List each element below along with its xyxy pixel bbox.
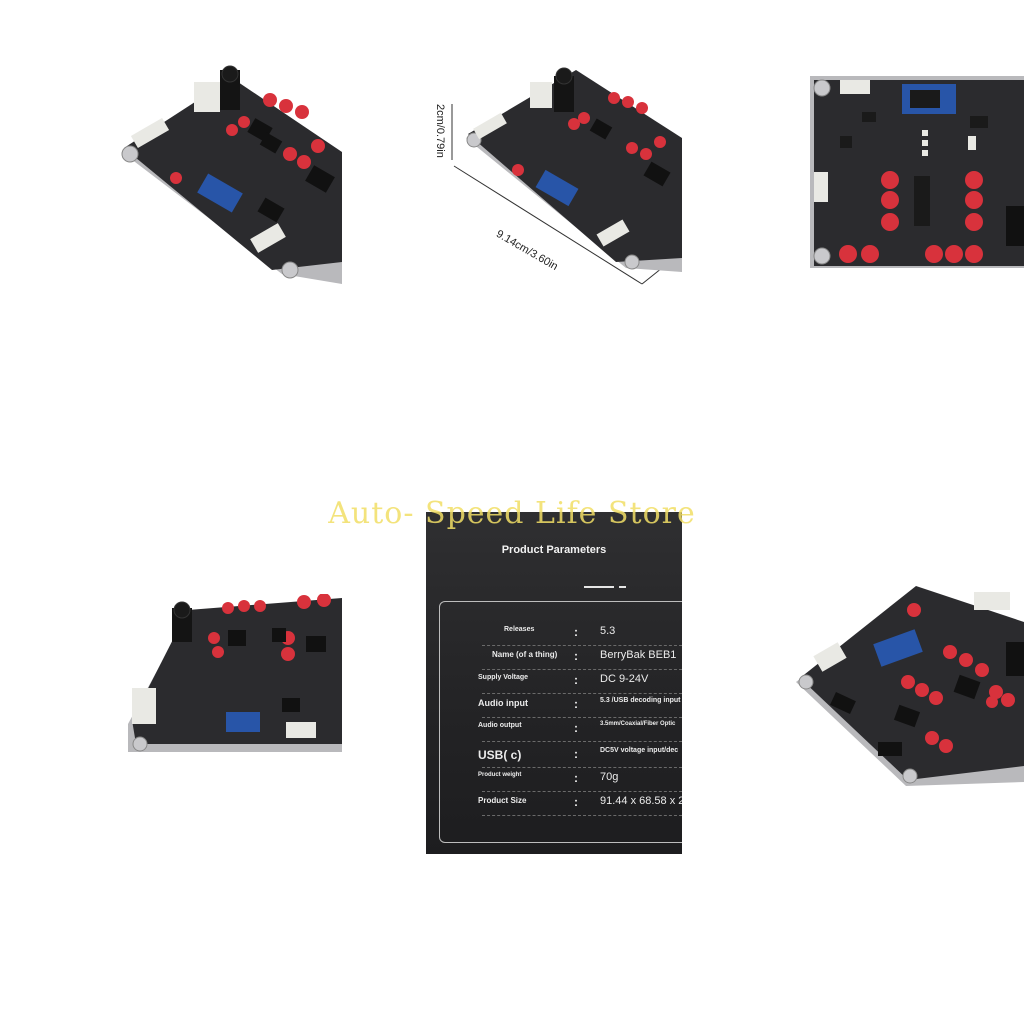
parameter-separator: : (574, 625, 578, 639)
parameter-row: Product Size: 91.44 x 68.58 x 2 (426, 792, 682, 816)
board-photo-angled-back[interactable] (796, 586, 1024, 790)
parameter-row: Supply Voltage: DC 9-24V (426, 670, 682, 694)
parameter-separator: : (574, 795, 578, 809)
parameter-separator: : (574, 649, 578, 663)
underline-bar-short (619, 586, 626, 588)
board-photo-dimensions[interactable] (426, 62, 682, 292)
parameter-value: 3.5mm/Coaxial/Fiber Optic (600, 721, 676, 727)
parameter-row: Releases: 5.3 (426, 622, 682, 646)
row-divider (482, 741, 682, 742)
board-photo-angled-left[interactable] (112, 62, 342, 284)
parameter-key: Supply Voltage (478, 674, 529, 681)
parameter-value: 91.44 x 68.58 x 2 (600, 795, 682, 807)
parameter-value: 5.3 (600, 625, 616, 637)
row-divider (482, 791, 682, 792)
row-divider (482, 767, 682, 768)
parameters-table-frame (439, 601, 682, 843)
height-dimension-label: 2cm/0.79in (434, 104, 446, 158)
underline-bar-long (584, 586, 614, 588)
parameter-value: DC 9-24V (600, 673, 649, 685)
pcb-top-illustration (810, 76, 1024, 268)
parameter-row: Audio output: 3.5mm/Coaxial/Fiber Optic (426, 718, 682, 742)
pcb-illustration-dimensioned (451, 67, 682, 285)
board-photo-top-view[interactable] (810, 76, 1024, 268)
parameter-separator: : (574, 721, 578, 735)
parameter-separator: : (574, 771, 578, 785)
parameter-row: USB( c): DC5V voltage input/dec (426, 744, 682, 768)
parameter-value: 70g (600, 771, 619, 783)
parameter-key: Audio output (478, 722, 522, 729)
parameter-separator: : (574, 747, 578, 761)
pcb-illustration-alt (128, 594, 342, 752)
row-divider (482, 717, 682, 718)
row-divider (482, 645, 682, 646)
parameter-key: Product Size (478, 796, 527, 805)
parameter-separator: : (574, 673, 578, 687)
row-divider (482, 815, 682, 816)
parameter-key: Product weight (478, 772, 522, 778)
parameter-value: DC5V voltage input/dec (600, 747, 679, 754)
parameter-key: Audio input (478, 698, 528, 708)
parameter-value: BerryBak BEB1 (600, 649, 677, 661)
parameter-key: Name (of a thing) (492, 650, 558, 659)
parameter-key: Releases (504, 626, 535, 633)
parameters-title: Product Parameters (501, 544, 607, 556)
parameter-row: Audio input: 5.3 /USB decoding input (426, 694, 682, 718)
row-divider (482, 669, 682, 670)
pcb-illustration-back (796, 586, 1024, 786)
pcb-illustration (121, 65, 342, 284)
parameter-row: Name (of a thing): BerryBak BEB1 (426, 646, 682, 670)
parameter-row: Product weight: 70g (426, 768, 682, 792)
parameter-separator: : (574, 697, 578, 711)
row-divider (482, 693, 682, 694)
parameter-key: USB( c) (478, 748, 522, 762)
board-photo-angled-right[interactable] (128, 594, 342, 754)
parameter-value: 5.3 /USB decoding input (600, 697, 681, 704)
